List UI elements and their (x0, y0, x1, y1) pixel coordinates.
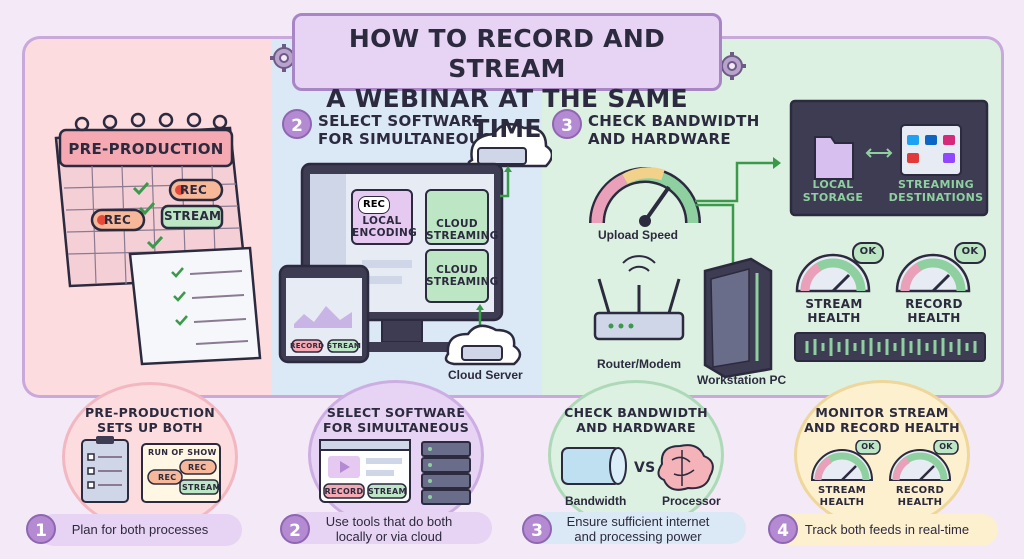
hardware-illustration (589, 99, 989, 379)
step-number: 1 (26, 514, 56, 544)
calendar-label: PRE-PRODUCTION (68, 140, 224, 158)
monitor-illustration (278, 122, 552, 366)
clipboard-illustration (81, 436, 221, 503)
rec-badge: REC (188, 463, 207, 472)
step-number: 3 (522, 514, 552, 544)
ok-badge: OK (861, 442, 875, 451)
router-label: Router/Modem (597, 357, 681, 371)
step-heading: CHECK BANDWIDTH AND HARDWARE (588, 112, 760, 148)
rec-badge: REC (180, 183, 208, 197)
ok-badge: OK (939, 442, 953, 451)
stream-badge: STREAM (182, 483, 221, 492)
page-title: HOW TO RECORD AND STREAM A WEBINAR AT TH… (292, 13, 722, 143)
card-pill: Plan for both processes (38, 514, 242, 546)
tablet-record-button: RECORD (290, 342, 325, 350)
run-of-show-label: RUN OF SHOW (148, 448, 217, 457)
cloud-server-label: Cloud Server (448, 368, 523, 382)
processor-label: Processor (662, 494, 721, 508)
rec-badge: REC (158, 473, 177, 482)
stream-button: STREAM (368, 487, 407, 496)
rec-chip: REC (358, 196, 390, 214)
bandwidth-vs-processor (561, 444, 714, 491)
software-illustration (319, 439, 471, 505)
step-number: 2 (282, 109, 312, 139)
workstation-label: Workstation PC (697, 373, 787, 387)
tablet-stream-button: STREAM (327, 342, 362, 350)
card-pill: Track both feeds in real-time (776, 514, 998, 546)
bandwidth-label: Bandwidth (565, 494, 627, 508)
card-monitor (794, 380, 970, 530)
stream-badge: STREAM (164, 209, 222, 223)
record-button: RECORD (324, 487, 364, 496)
step-number: 3 (552, 109, 582, 139)
step-number: 4 (768, 514, 798, 544)
upload-speed-label: Upload Speed (598, 228, 679, 242)
ok-badge: OK (859, 246, 877, 257)
rec-badge: REC (104, 213, 132, 227)
health-gauges (810, 440, 959, 481)
ok-badge: OK (961, 246, 979, 257)
step-heading: SELECT SOFTWARE FOR SIMULTANEOUS (318, 112, 493, 148)
calendar-illustration (54, 112, 262, 366)
step-number: 2 (280, 514, 310, 544)
vs-label: VS (634, 460, 656, 476)
